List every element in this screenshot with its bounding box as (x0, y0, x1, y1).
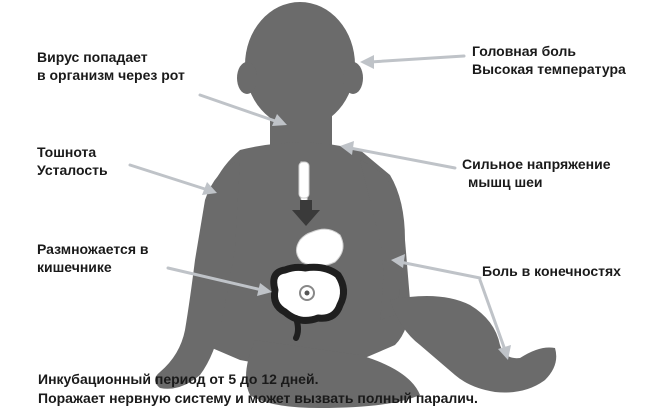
label-neck-line2: мышц шеи (462, 173, 611, 191)
label-limbs: Боль в конечностях (482, 262, 621, 280)
label-limbs-line1: Боль в конечностях (482, 262, 621, 280)
label-nausea-line2: Усталость (37, 161, 108, 179)
label-head-line1: Головная боль (472, 42, 626, 60)
label-intestine-line2: кишечнике (37, 258, 149, 276)
footer-text: Инкубационный период от 5 до 12 дней. По… (38, 370, 478, 408)
label-head-line2: Высокая температура (472, 60, 626, 78)
footer-line2: Поражает нервную систему и может вызвать… (38, 389, 478, 408)
label-virus-line2: в организм через рот (37, 66, 185, 84)
label-neck: Сильное напряжение мышц шеи (462, 155, 611, 191)
label-virus-line1: Вирус попадает (37, 48, 185, 66)
label-head: Головная боль Высокая температура (472, 42, 626, 78)
label-nausea: Тошнота Усталость (37, 143, 108, 179)
label-intestine: Размножается в кишечнике (37, 240, 149, 276)
label-nausea-line1: Тошнота (37, 143, 108, 161)
footer-line1: Инкубационный период от 5 до 12 дней. (38, 370, 478, 389)
label-intestine-line1: Размножается в (37, 240, 149, 258)
label-neck-line1: Сильное напряжение (462, 155, 611, 173)
label-virus: Вирус попадает в организм через рот (37, 48, 185, 84)
